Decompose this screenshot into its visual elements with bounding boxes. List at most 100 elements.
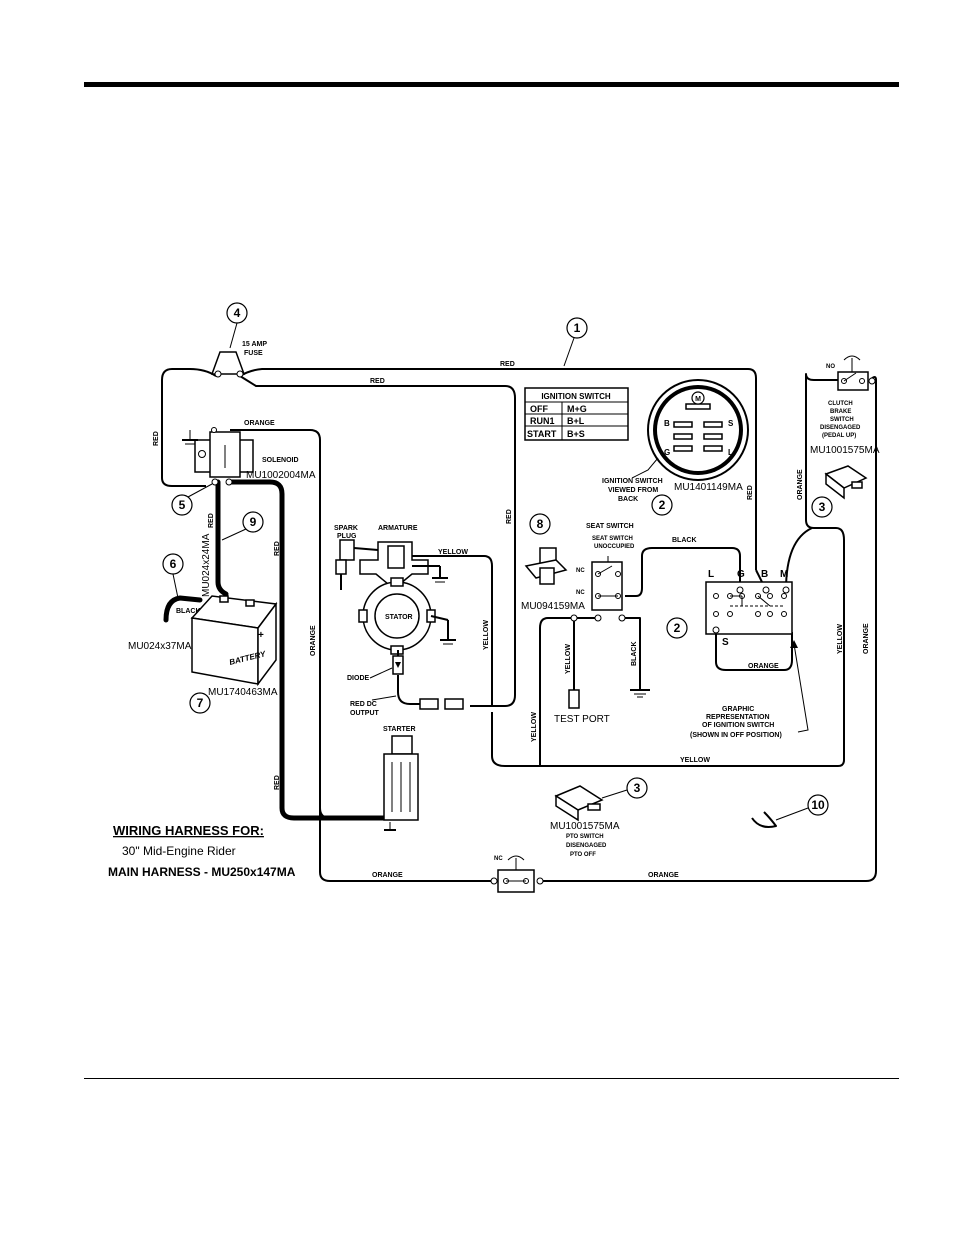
ign-face-l: L: [728, 448, 733, 457]
ign-face-m: M: [695, 396, 701, 403]
cable-red-starter: [229, 479, 391, 821]
seat-switch-part: [524, 547, 568, 585]
pto-label-1: PTO SWITCH: [566, 834, 604, 840]
pto-switch-schematic: [497, 855, 535, 893]
clutch-label-3: SWITCH: [830, 417, 854, 423]
wire-label-yellow-seat: YELLOW: [531, 712, 538, 742]
callout-circle-1: [566, 317, 588, 339]
black-cable-part-number: MU024x37MA: [128, 641, 192, 652]
wire-yellow-diode: [397, 675, 420, 705]
graphic-label-4: (SHOWN IN OFF POSITION): [690, 732, 782, 739]
seat-nc-1: NC: [576, 568, 585, 574]
callout-6: 6: [170, 557, 177, 571]
ign-row-1-conn: M+G: [567, 404, 587, 414]
graphic-label-2: REPRESENTATION: [706, 714, 770, 721]
callout-circle-3b: [626, 777, 648, 799]
ign-row-2-conn: B+L: [567, 416, 585, 426]
pto-label-2: DISENGAGED: [566, 843, 607, 849]
wire-label-orange-s: ORANGE: [748, 663, 779, 670]
ignition-table-header: IGNITION SWITCH: [541, 392, 611, 401]
wire-label-red-cable-3: RED: [274, 775, 281, 790]
stator-label: STATOR: [385, 614, 413, 621]
wire-red-inner: [239, 375, 516, 707]
wire-label-orange-solenoid: ORANGE: [244, 420, 275, 427]
connector-2: [444, 698, 464, 710]
wire-label-yellow-bottom: YELLOW: [680, 757, 710, 764]
wire-label-black-ground: BLACK: [631, 642, 638, 667]
top-rule: [84, 82, 899, 87]
callout-circle-2a: [651, 494, 673, 516]
wire-black-ign: [625, 547, 741, 597]
pto-nc-label: NC: [494, 856, 503, 862]
callout-9: 9: [250, 515, 257, 529]
stator: [358, 577, 436, 655]
wire-label-yellow-stator-vert: YELLOW: [483, 620, 490, 650]
test-port-plug: [568, 689, 580, 709]
callout-10: 10: [811, 798, 825, 812]
fuse-label-1: 15 AMP: [242, 341, 267, 348]
ign-face-s: S: [728, 419, 734, 428]
callout-5: 5: [179, 498, 186, 512]
wire-label-red-cable-2: RED: [274, 541, 281, 556]
wire-orange-clutch: [491, 380, 845, 767]
title-line-2: 30" Mid-Engine Rider: [122, 844, 236, 858]
pto-switch-part: [554, 785, 604, 822]
callout-3b: 3: [634, 781, 641, 795]
seat-switch-part-number: MU094159MA: [521, 601, 585, 612]
wire-label-red-top: RED: [500, 361, 515, 368]
ign-face-g: G: [664, 448, 670, 457]
ign-graphic-g: G: [737, 569, 745, 580]
clutch-label-5: (PEDAL UP): [822, 433, 856, 439]
spark-plug-label-1: SPARK: [334, 525, 358, 532]
wire-label-red-inner: RED: [370, 378, 385, 385]
ign-row-1-pos: OFF: [530, 404, 548, 414]
cable-red-battery: [215, 479, 229, 597]
wire-label-red-middle: RED: [506, 509, 513, 524]
ign-graphic-m: M: [780, 569, 788, 580]
wire-label-yellow-right: YELLOW: [837, 624, 844, 654]
callout-circle-3a: [811, 496, 833, 518]
ign-viewed-3: BACK: [618, 496, 638, 503]
wire-label-orange-vertical: ORANGE: [310, 625, 317, 656]
seat-nc-2: NC: [576, 590, 585, 596]
yellow-stator-label: YELLOW: [438, 549, 468, 556]
callout-2b: 2: [674, 621, 681, 635]
seat-switch-label: SEAT SWITCH: [586, 523, 634, 530]
solenoid: [194, 427, 254, 486]
wire-yellow-seat: [539, 617, 598, 766]
wire-black-ground: [622, 617, 641, 690]
callout-3a: 3: [819, 500, 826, 514]
wire-label-red-right: RED: [747, 485, 754, 500]
callout-7: 7: [197, 696, 204, 710]
solenoid-label: SOLENOID: [262, 457, 299, 464]
callout-circle-5: [171, 494, 193, 516]
ign-viewed-1: IGNITION SWITCH: [602, 478, 663, 485]
wire-red-top: [239, 368, 757, 570]
seat-unoccupied-1: SEAT SWITCH: [592, 536, 633, 542]
solenoid-part-number: MU1002004MA: [246, 470, 316, 481]
fuse: [210, 351, 246, 378]
callout-circle-7: [189, 692, 211, 714]
wire-red-to-solenoid: [161, 368, 217, 487]
ignition-part-number: MU1401149MA: [674, 482, 743, 493]
armature-label: ARMATURE: [378, 525, 418, 532]
wire-label-orange-right: ORANGE: [863, 623, 870, 654]
wire-label-orange-clutch: ORANGE: [797, 469, 804, 500]
ign-face-b: B: [664, 419, 670, 428]
connector-1: [419, 698, 439, 710]
clutch-switch-schematic: [837, 355, 869, 391]
title-line-3: MAIN HARNESS - MU250x147MA: [108, 865, 296, 879]
ignition-switch-graphic: [705, 581, 793, 635]
callout-8: 8: [537, 517, 544, 531]
battery-part-number: MU1740463MA: [208, 687, 278, 698]
test-port-label: TEST PORT: [554, 714, 610, 725]
ign-viewed-2: VIEWED FROM: [608, 487, 658, 494]
starter: [383, 735, 419, 821]
ign-graphic-b: B: [761, 569, 768, 580]
seat-unoccupied-2: UNOCCUPIED: [594, 544, 635, 550]
graphic-label-1: GRAPHIC: [722, 706, 754, 713]
bottom-rule: [84, 1078, 899, 1079]
red-dc-label-2: OUTPUT: [350, 710, 380, 717]
clutch-part-number: MU1001575MA: [810, 445, 880, 456]
